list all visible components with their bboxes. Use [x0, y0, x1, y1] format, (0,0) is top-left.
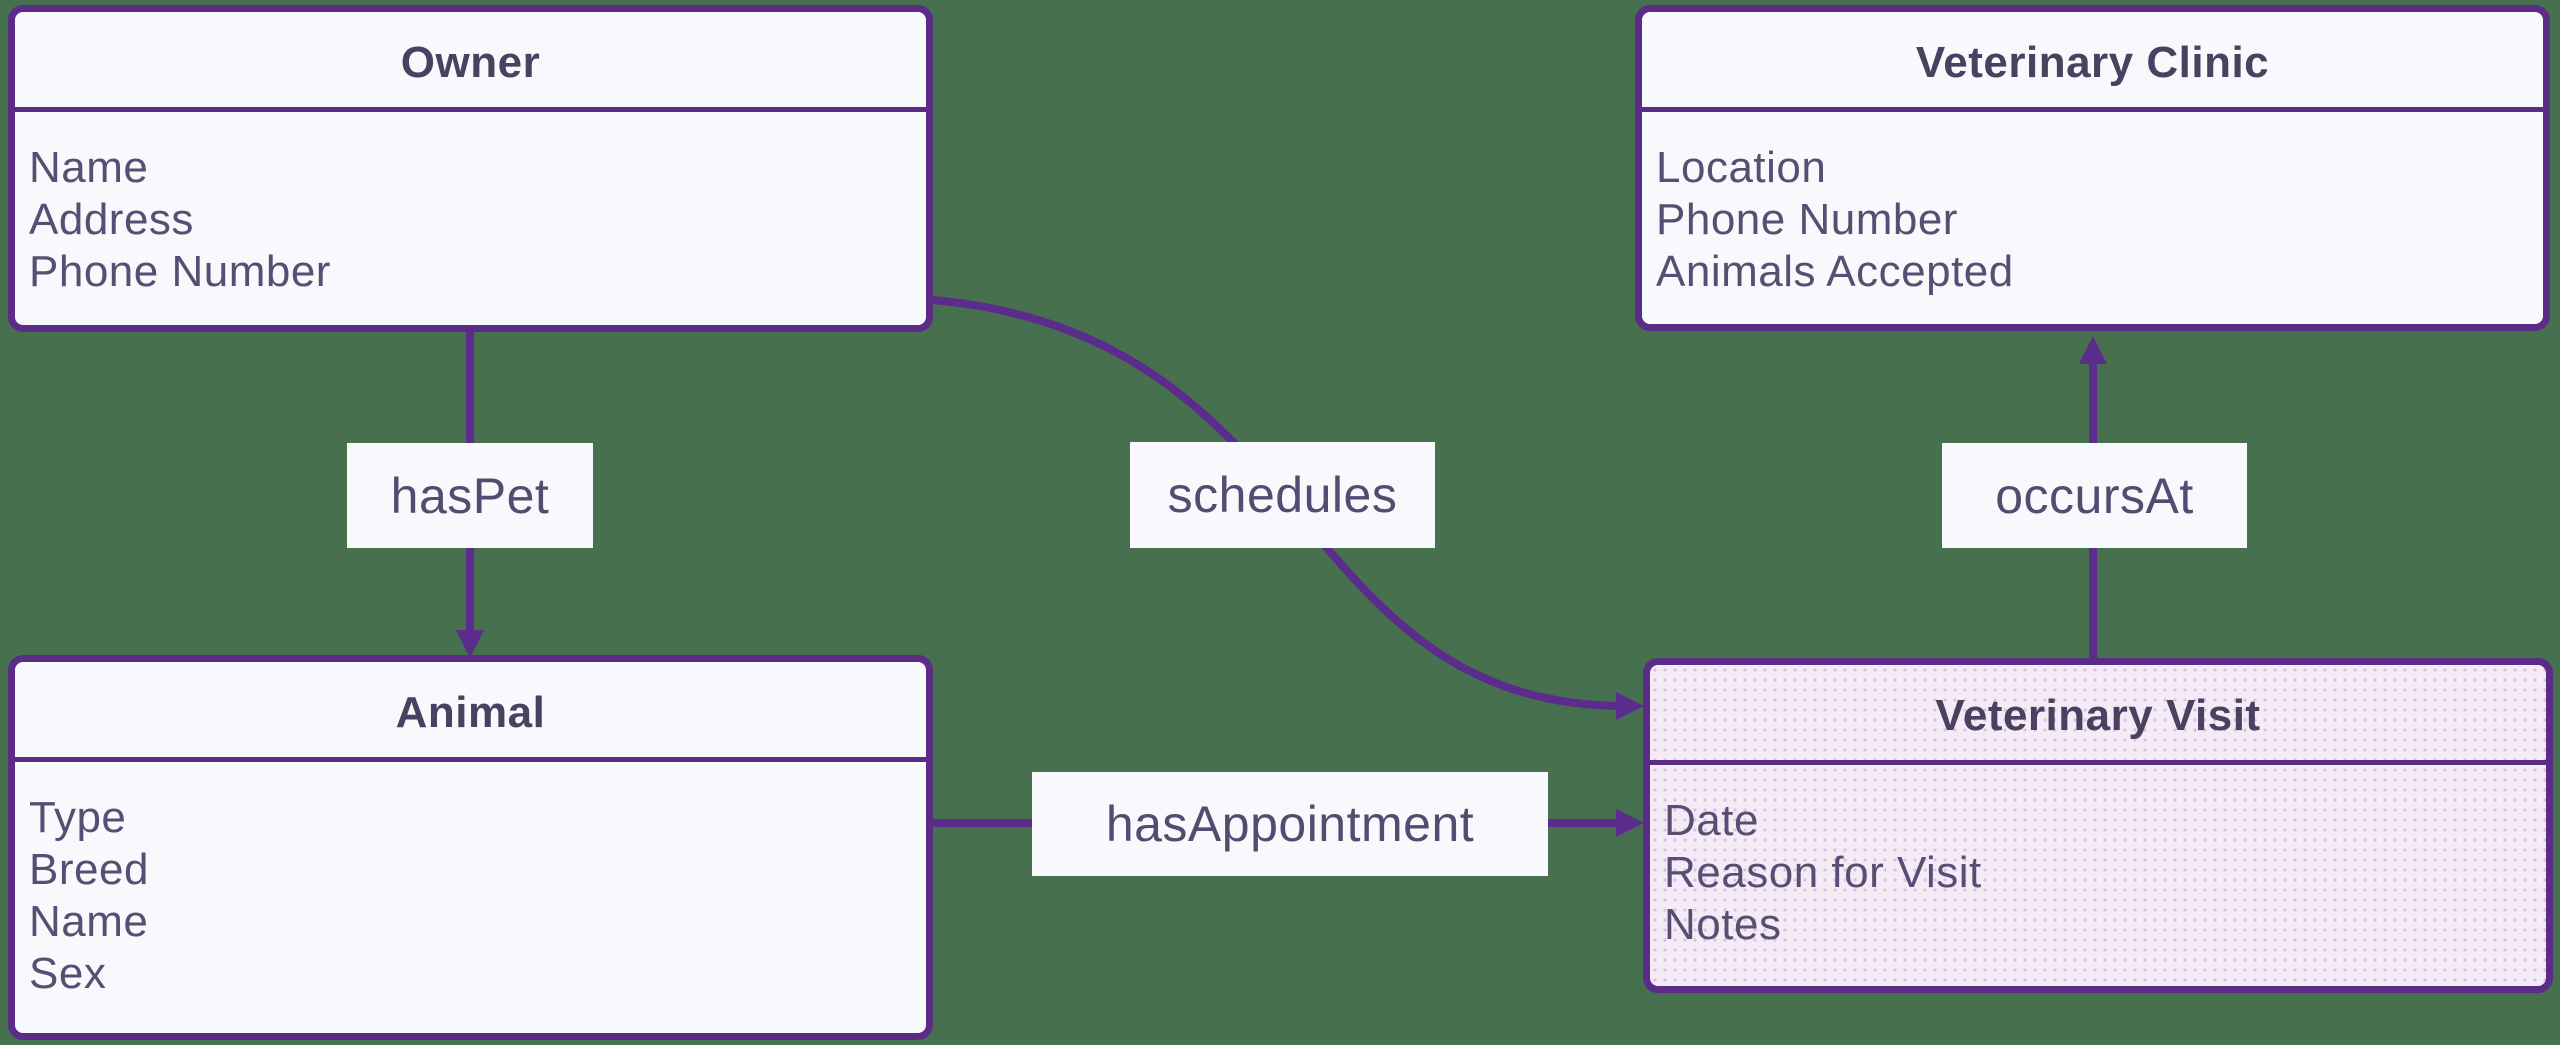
attribute: Phone Number — [29, 247, 331, 296]
attribute: Name — [29, 897, 149, 946]
occursat-arrowhead-icon — [2079, 336, 2107, 364]
attribute: Animals Accepted — [1656, 247, 2014, 296]
attribute: Address — [29, 195, 194, 244]
relationship-label-occursat[interactable]: occursAt — [1942, 443, 2247, 548]
attribute: Name — [29, 143, 149, 192]
relationship-label-hasappointment[interactable]: hasAppointment — [1032, 772, 1548, 876]
relationship-label-schedules[interactable]: schedules — [1130, 442, 1435, 548]
entity-animal[interactable]: Animal Type Breed Name Sex — [8, 655, 933, 1040]
hasappointment-arrowhead-icon — [1616, 809, 1644, 837]
attribute: Sex — [29, 949, 107, 998]
schedules-arrowhead-icon — [1616, 692, 1644, 720]
entity-veterinary-clinic-title: Veterinary Clinic — [1915, 37, 2270, 87]
attribute: Reason for Visit — [1664, 848, 1982, 897]
relationship-label-text: schedules — [1167, 467, 1398, 523]
entity-veterinary-visit[interactable]: Veterinary Visit Date Reason for Visit N… — [1643, 658, 2553, 993]
attribute: Notes — [1664, 900, 1782, 949]
entity-animal-title: Animal — [395, 687, 546, 737]
entity-animal-attributes: Type Breed Name Sex — [15, 762, 926, 1000]
entity-veterinary-visit-title: Veterinary Visit — [1935, 690, 2261, 740]
attribute: Location — [1656, 143, 1827, 192]
entity-veterinary-clinic[interactable]: Veterinary Clinic Location Phone Number … — [1635, 5, 2550, 331]
entity-veterinary-clinic-attributes: Location Phone Number Animals Accepted — [1642, 112, 2543, 298]
relationship-label-text: hasAppointment — [1105, 796, 1475, 852]
relationship-label-text: occursAt — [1995, 467, 2194, 524]
entity-owner-title: Owner — [400, 37, 541, 87]
entity-veterinary-clinic-header: Veterinary Clinic — [1642, 12, 2543, 112]
entity-veterinary-visit-header: Veterinary Visit — [1650, 665, 2546, 765]
haspet-arrowhead-icon — [456, 630, 484, 658]
attribute: Phone Number — [1656, 195, 1958, 244]
attribute: Breed — [29, 845, 149, 894]
entity-owner[interactable]: Owner Name Address Phone Number — [8, 5, 933, 332]
relationship-label-text: hasPet — [390, 467, 550, 524]
relationship-label-haspet[interactable]: hasPet — [347, 443, 593, 548]
entity-owner-attributes: Name Address Phone Number — [15, 112, 926, 298]
attribute: Type — [29, 793, 127, 842]
attribute: Date — [1664, 796, 1759, 845]
entity-veterinary-visit-attributes: Date Reason for Visit Notes — [1650, 765, 2546, 951]
entity-owner-header: Owner — [15, 12, 926, 112]
entity-animal-header: Animal — [15, 662, 926, 762]
